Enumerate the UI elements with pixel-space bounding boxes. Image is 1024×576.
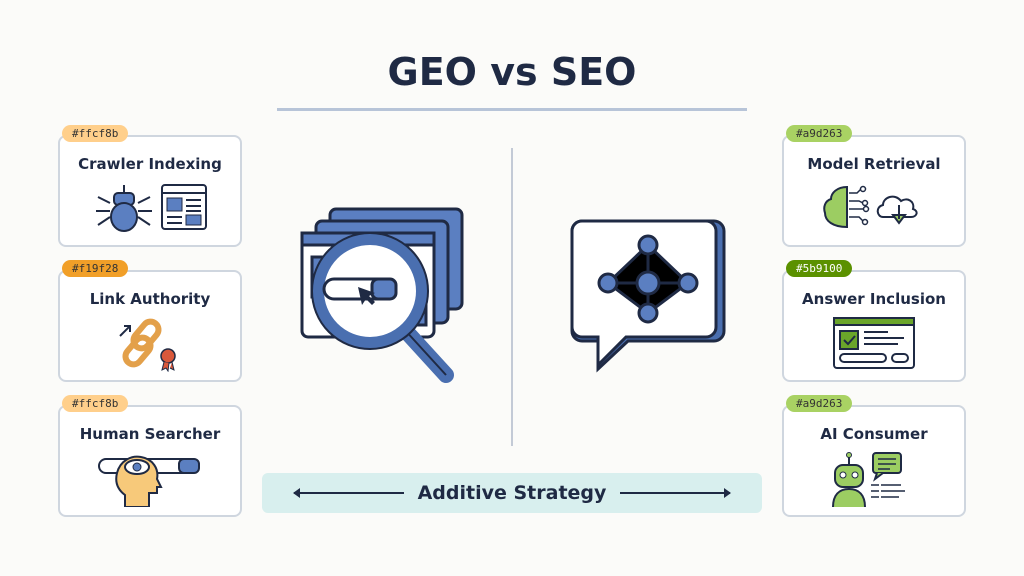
color-badge: #5b9100 bbox=[786, 260, 853, 277]
banner-label: Additive Strategy bbox=[417, 482, 607, 504]
card-link-authority: #f19f28 Link Authority bbox=[58, 260, 242, 382]
chain-link-icon bbox=[119, 318, 176, 372]
title-divider bbox=[277, 108, 747, 111]
color-badge: #a9d263 bbox=[786, 125, 853, 142]
card-model-retrieval: #a9d263 Model Retrieval bbox=[782, 125, 966, 247]
card-title: Model Retrieval bbox=[807, 155, 941, 173]
card-answer-inclusion: #5b9100 Answer Inclusion bbox=[782, 260, 966, 382]
brain-cloud-icon bbox=[823, 185, 918, 229]
color-badge: #f19f28 bbox=[62, 260, 129, 277]
card-ai-consumer: #a9d263 AI Consumer bbox=[782, 395, 966, 517]
page-title: GEO vs SEO bbox=[387, 50, 637, 94]
chat-network-icon bbox=[570, 219, 726, 373]
card-title: AI Consumer bbox=[820, 425, 928, 443]
arrow-left-icon bbox=[292, 488, 404, 498]
card-crawler-indexing: #ffcf8b Crawler Indexing bbox=[58, 125, 242, 247]
card-human-searcher: #ffcf8b Human Searcher bbox=[58, 395, 242, 517]
arrow-right-icon bbox=[620, 488, 732, 498]
card-title: Human Searcher bbox=[79, 425, 221, 443]
robot-chat-icon bbox=[832, 452, 905, 507]
spider-bot-icon bbox=[96, 184, 207, 232]
card-title: Link Authority bbox=[89, 290, 211, 308]
color-badge: #ffcf8b bbox=[62, 125, 129, 142]
head-eye-search-icon bbox=[98, 455, 200, 507]
additive-strategy-banner: Additive Strategy bbox=[262, 473, 762, 513]
answer-window-icon bbox=[833, 317, 915, 369]
magnifier-pages-icon bbox=[300, 207, 464, 383]
color-badge: #a9d263 bbox=[786, 395, 853, 412]
center-divider bbox=[511, 148, 513, 446]
card-title: Answer Inclusion bbox=[802, 290, 946, 308]
color-badge: #ffcf8b bbox=[62, 395, 129, 412]
card-title: Crawler Indexing bbox=[78, 155, 222, 173]
